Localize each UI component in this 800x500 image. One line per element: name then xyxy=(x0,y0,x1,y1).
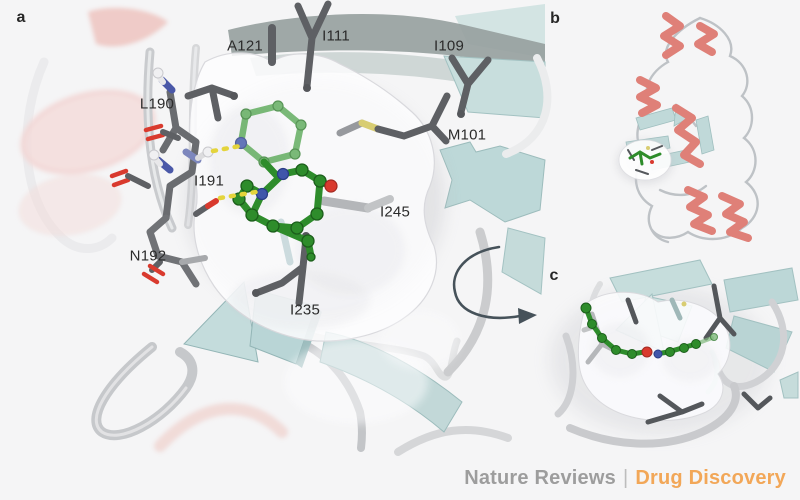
alpha-helix-ribbons-pink xyxy=(18,7,288,452)
journal-name: Nature Reviews xyxy=(464,467,616,489)
surface-pocket-panel-c xyxy=(577,291,731,421)
footer-separator: | xyxy=(622,467,629,489)
ligand-panel-b xyxy=(627,145,663,175)
residue-label-I235: I235 xyxy=(290,301,320,319)
hydrogen-bond-dashes xyxy=(210,143,259,201)
residue-label-I245: I245 xyxy=(380,203,410,221)
residue-label-I111: I111 xyxy=(322,27,350,45)
panel-b-label: b xyxy=(550,10,560,27)
panel-c-art xyxy=(550,259,799,448)
residue-label-M101: M101 xyxy=(447,126,487,144)
surface-pocket-panel-b xyxy=(617,139,673,184)
alpha-helix-ribbons-panel-b xyxy=(636,12,752,242)
surface-pocket xyxy=(185,52,460,424)
residue-label-L190: L190 xyxy=(139,95,175,113)
journal-footer: Nature Reviews | Drug Discovery xyxy=(464,467,786,490)
residue-label-I109: I109 xyxy=(434,37,464,55)
residue-label-A121: A121 xyxy=(227,37,263,55)
panel-b-art xyxy=(617,12,759,244)
panel-a-art xyxy=(18,0,552,456)
ligand-panel-c xyxy=(580,302,718,359)
rotation-arrow-icon xyxy=(452,245,537,324)
residue-label-N192: N192 xyxy=(129,247,167,265)
panel-a-label: a xyxy=(16,9,26,26)
residue-sticks xyxy=(109,0,492,307)
publication-name: Drug Discovery xyxy=(635,467,786,489)
residue-label-I191: I191 xyxy=(194,172,224,190)
beta-sheet-arrows-right xyxy=(439,54,552,295)
panel-c-label: c xyxy=(549,267,559,284)
